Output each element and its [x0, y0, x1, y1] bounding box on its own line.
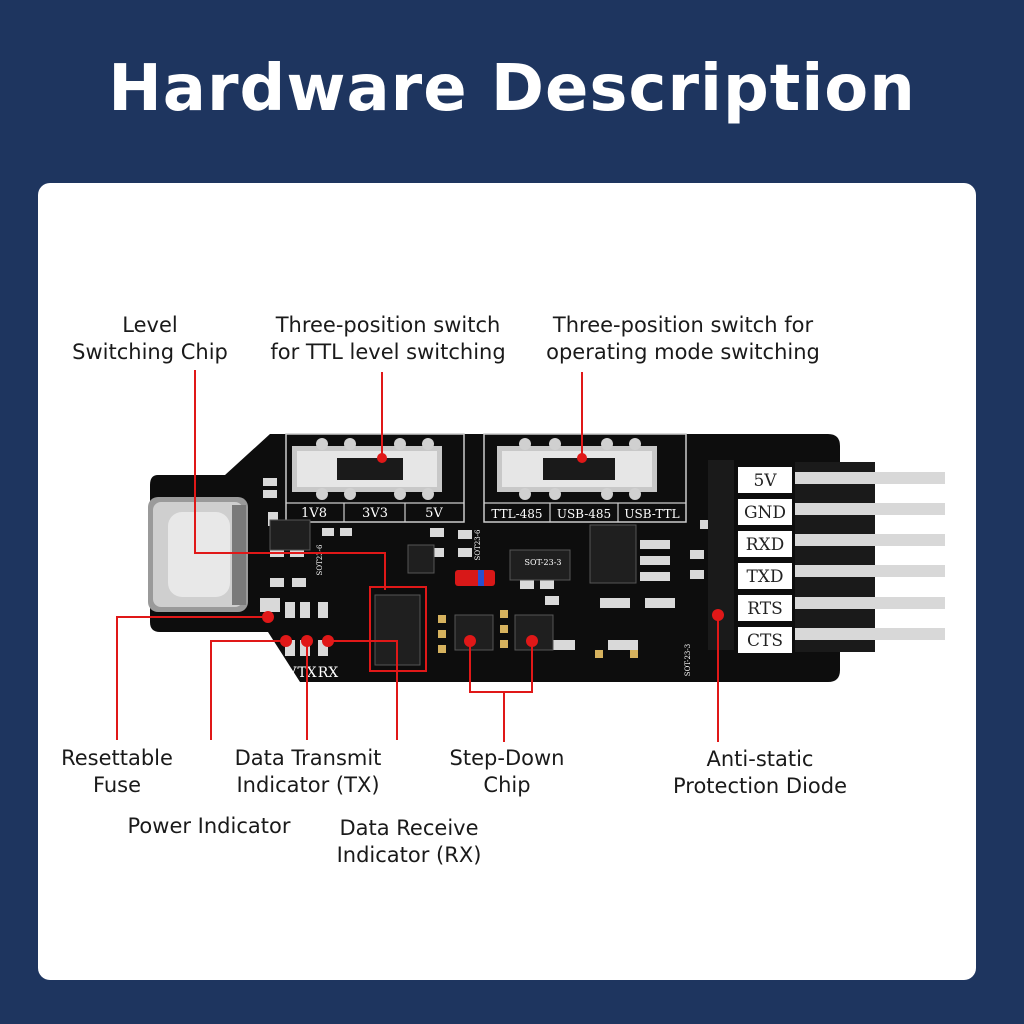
pin-label-txd: TXD: [746, 567, 783, 587]
label-level-switching-chip: Level Switching Chip: [72, 313, 228, 364]
ttl-level-switch: [292, 438, 442, 500]
label-step-down-chip: Step-Down Chip: [449, 746, 565, 797]
level-option-label: 5V: [425, 506, 443, 521]
mode-option-label: USB-485: [557, 507, 611, 521]
pin-label-rts: RTS: [747, 599, 783, 619]
label-tx-indicator: Data Transmit Indicator (TX): [234, 746, 382, 797]
label-resettable-fuse: Resettable Fuse: [61, 746, 173, 797]
page-title: Hardware Description: [108, 52, 916, 126]
led-label-rx: RX: [318, 665, 339, 681]
label-anti-static-diode: Anti-static Protection Diode: [672, 747, 848, 798]
label-ttl-switch: Three-position switch for TTL level swit…: [270, 313, 506, 364]
label-mode-switch: Three-position switch for operating mode…: [546, 313, 820, 364]
level-option-label: 3V3: [362, 506, 388, 521]
pin-header: 5V GND RXD TXD RTS CTS: [708, 460, 945, 653]
chip-mark: SOT-23-3: [684, 644, 692, 676]
smd-components: [260, 478, 712, 656]
diode-component: [455, 570, 495, 586]
pin-label-rxd: RXD: [746, 535, 785, 555]
callout-dots: [262, 453, 724, 647]
chip-mark: SOT23-6: [316, 544, 324, 575]
led-label-5v: 5V: [277, 665, 297, 681]
mode-option-label: USB-TTL: [624, 507, 679, 521]
pin-label-5v: 5V: [753, 471, 777, 491]
level-chip-highlight: [369, 586, 427, 672]
usb-c-connector: [148, 497, 248, 612]
ttl-switch-frame: [285, 433, 465, 523]
label-power-indicator: Power Indicator: [127, 814, 291, 838]
mode-switch-frame: [483, 433, 687, 523]
ic-chips: [269, 519, 637, 666]
pin-label-cts: CTS: [747, 631, 783, 651]
chip-mark: SOT23-6: [474, 529, 482, 560]
callout-lines: [116, 370, 719, 742]
mode-option-label: TTL-485: [491, 507, 542, 521]
chip-mark: SOT-23-3: [524, 558, 561, 567]
pcb-board: [150, 434, 840, 682]
operating-mode-switch: [497, 438, 657, 500]
label-rx-indicator: Data Receive Indicator (RX): [336, 816, 482, 867]
level-option-label: 1V8: [301, 506, 327, 521]
pin-label-gnd: GND: [744, 503, 786, 523]
